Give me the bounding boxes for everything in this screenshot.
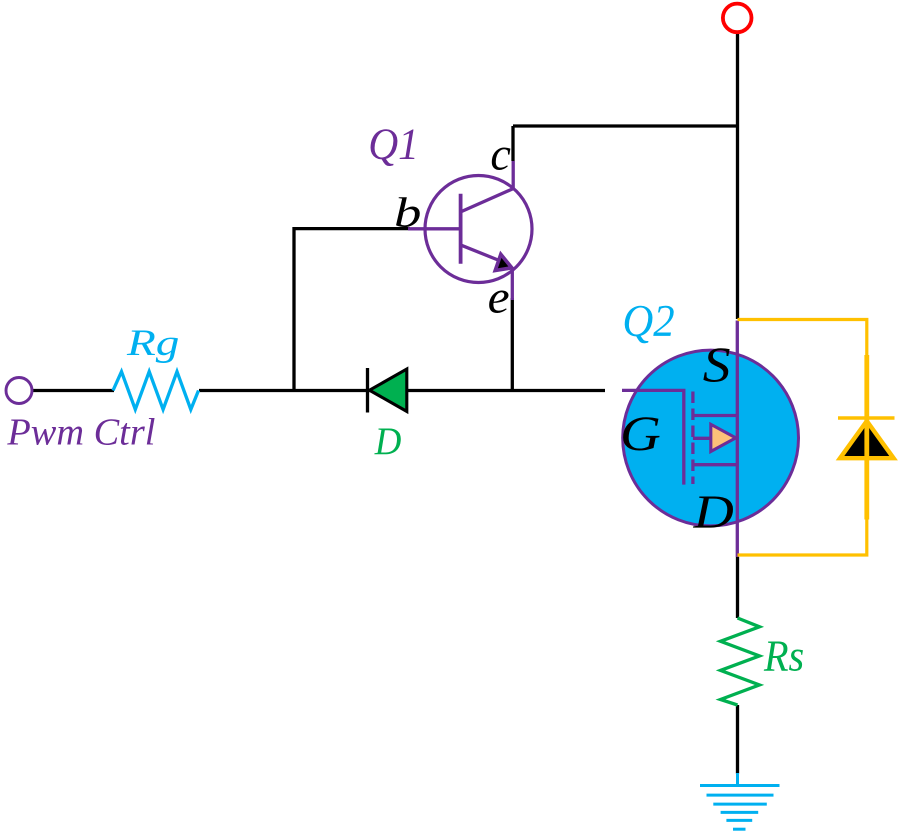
svg-text:c: c	[490, 129, 511, 180]
svg-text:D: D	[374, 419, 402, 463]
svg-text:Rs: Rs	[763, 631, 804, 681]
svg-text:b: b	[394, 189, 421, 236]
svg-text:Q1: Q1	[368, 119, 419, 169]
svg-text:S: S	[703, 337, 731, 392]
svg-text:Rg: Rg	[126, 323, 180, 364]
svg-text:Q2: Q2	[622, 295, 674, 346]
svg-text:G: G	[620, 406, 661, 461]
svg-text:Pwm Ctrl: Pwm Ctrl	[6, 412, 155, 454]
svg-text:e: e	[488, 272, 510, 324]
svg-text:D: D	[692, 486, 733, 539]
